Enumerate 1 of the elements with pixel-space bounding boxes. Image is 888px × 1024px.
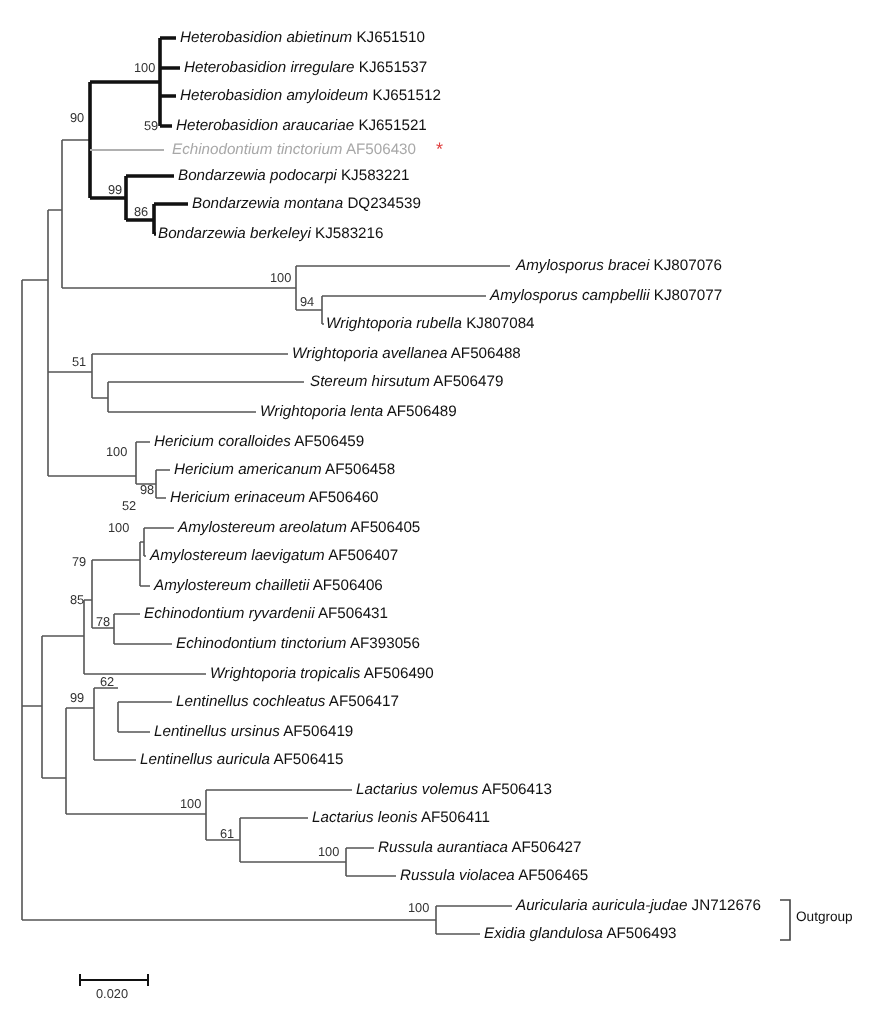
asterisk-mark: * <box>436 141 444 159</box>
